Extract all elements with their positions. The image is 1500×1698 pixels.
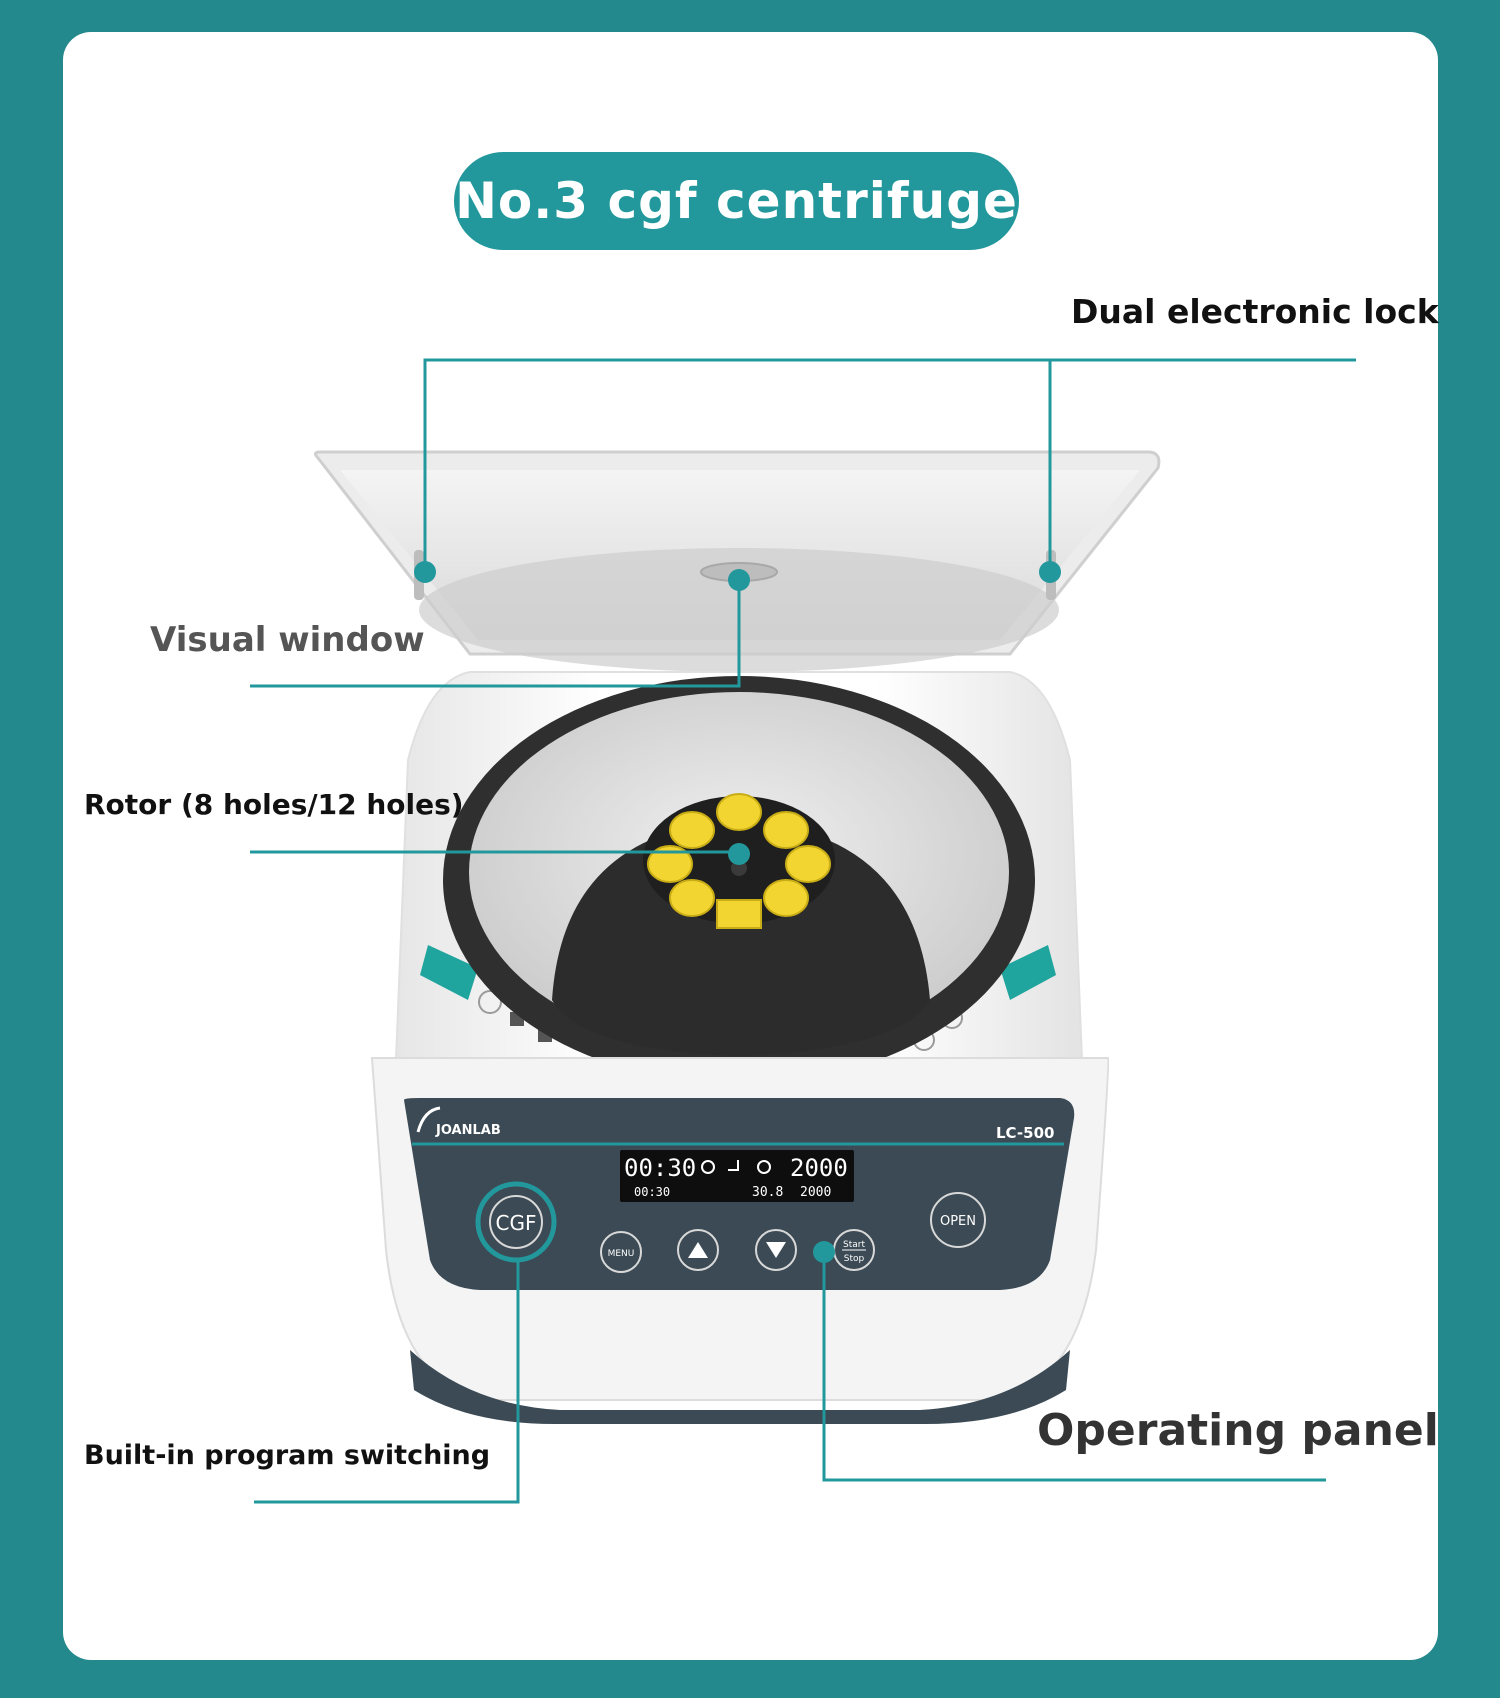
control-panel: JOANLAB LC-500 00:30 2000 00:30 30.8 200…	[404, 1098, 1075, 1290]
callout-rotor: Rotor (8 holes/12 holes)	[84, 788, 464, 821]
down-button[interactable]	[755, 1229, 797, 1271]
menu-button[interactable]: MENU	[600, 1231, 642, 1273]
cgf-button[interactable]: CGF	[475, 1181, 557, 1263]
callout-line-window	[250, 580, 741, 688]
page-title: No.3 cgf centrifuge	[455, 172, 1018, 230]
start-label: Start	[843, 1240, 865, 1250]
menu-button-label: MENU	[608, 1249, 635, 1259]
stop-label: Stop	[844, 1254, 865, 1264]
model-text: LC-500	[996, 1124, 1054, 1142]
lcd-time-sub: 00:30	[634, 1185, 670, 1199]
brand-text: JOANLAB	[435, 1123, 501, 1138]
callout-line-program	[254, 1262, 520, 1504]
arrow-up-icon	[688, 1242, 708, 1258]
open-button[interactable]: OPEN	[930, 1192, 986, 1248]
lid	[313, 450, 1161, 672]
up-button[interactable]	[677, 1229, 719, 1271]
lcd-speed-sub: 2000	[800, 1185, 831, 1200]
callout-visual-window: Visual window	[150, 620, 425, 660]
rotor	[647, 793, 831, 929]
title-pill: No.3 cgf centrifuge	[454, 152, 1019, 250]
open-button-label: OPEN	[940, 1214, 976, 1229]
arrow-down-icon	[766, 1242, 786, 1258]
lcd-temp-sub: 30.8	[752, 1185, 783, 1200]
callout-line-lock-left	[423, 358, 1356, 572]
brand-logo-icon	[416, 1106, 441, 1133]
callout-lines	[250, 358, 1356, 1504]
lcd-speed-main: 2000	[790, 1154, 848, 1182]
callout-line-panel	[822, 1252, 1326, 1482]
lcd-time-main: 00:30	[624, 1154, 696, 1182]
callout-dots	[414, 561, 1061, 1263]
timer-icon	[701, 1160, 715, 1174]
callout-operating-panel: Operating panel	[1037, 1405, 1439, 1456]
rotor-chamber	[443, 676, 1035, 1084]
cgf-button-label: CGF	[496, 1211, 537, 1235]
ramp-icon	[728, 1160, 739, 1171]
callout-dual-lock: Dual electronic lock	[1071, 292, 1439, 331]
callout-program-switching: Built-in program switching	[84, 1440, 491, 1471]
lcd-display: 00:30 2000 00:30 30.8 2000	[620, 1150, 854, 1202]
status-icon	[757, 1160, 771, 1174]
